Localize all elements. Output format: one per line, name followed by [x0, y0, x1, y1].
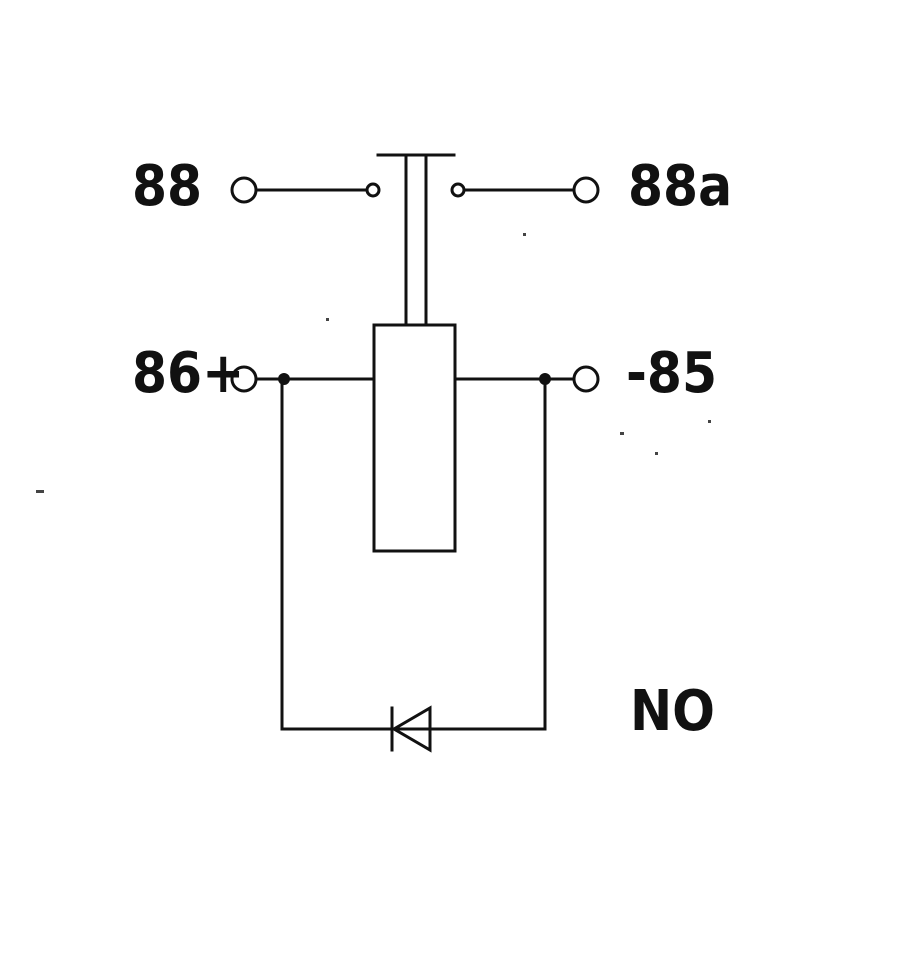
label-85: -85: [626, 341, 717, 406]
label-88: 88: [132, 154, 202, 219]
terminal-88-circle: [230, 176, 258, 204]
label-88a: 88a: [628, 154, 732, 219]
diode-symbol: [390, 705, 432, 753]
terminal-88a-circle: [572, 176, 600, 204]
relay-coil: [372, 323, 457, 553]
speck: [326, 318, 329, 321]
speck: [620, 432, 624, 435]
speck: [708, 420, 711, 423]
junction-node-left: [278, 373, 290, 385]
coil-circuit: [230, 365, 600, 753]
label-variant: NO: [630, 679, 715, 744]
switch-contact-group: [230, 153, 600, 327]
terminal-85-circle: [572, 365, 600, 393]
contact-point-88: [365, 182, 381, 198]
speck: [36, 490, 44, 493]
contact-point-88a: [450, 182, 466, 198]
scan-artifacts: [36, 233, 711, 493]
speck: [523, 233, 526, 236]
speck: [655, 452, 658, 455]
label-86: 86+: [132, 341, 244, 406]
